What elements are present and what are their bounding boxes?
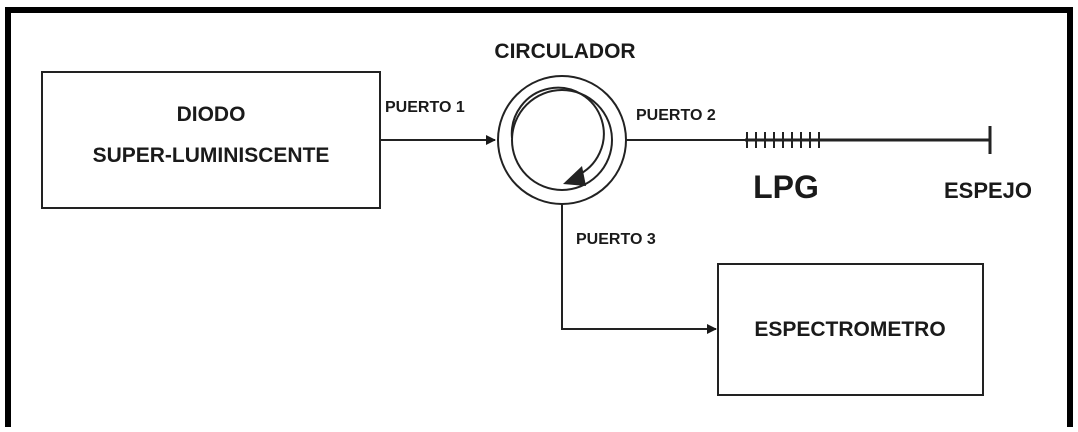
- lpg-grating: [745, 132, 990, 148]
- circulator-label: CIRCULADOR: [494, 40, 635, 63]
- circulator-rotation-arrow: [510, 86, 605, 177]
- source-box-line1: DIODO: [177, 103, 246, 126]
- circulator-inner-ring: [511, 89, 613, 191]
- port3-fiber: [561, 204, 717, 334]
- circulator-outer-ring: [497, 75, 627, 205]
- mirror-label: ESPEJO: [944, 178, 1032, 203]
- lpg-label: LPG: [753, 169, 819, 205]
- port3-label: PUERTO 3: [576, 231, 656, 248]
- outer-frame: [5, 7, 1073, 427]
- source-box: [41, 71, 381, 209]
- spectrometer-box: [717, 263, 984, 396]
- source-box-line2: SUPER-LUMINISCENTE: [93, 144, 330, 167]
- port1-label: PUERTO 1: [385, 99, 465, 116]
- spectrometer-label: ESPECTROMETRO: [754, 318, 945, 341]
- circulator-arrowhead: [563, 166, 586, 186]
- port2-label: PUERTO 2: [636, 107, 716, 124]
